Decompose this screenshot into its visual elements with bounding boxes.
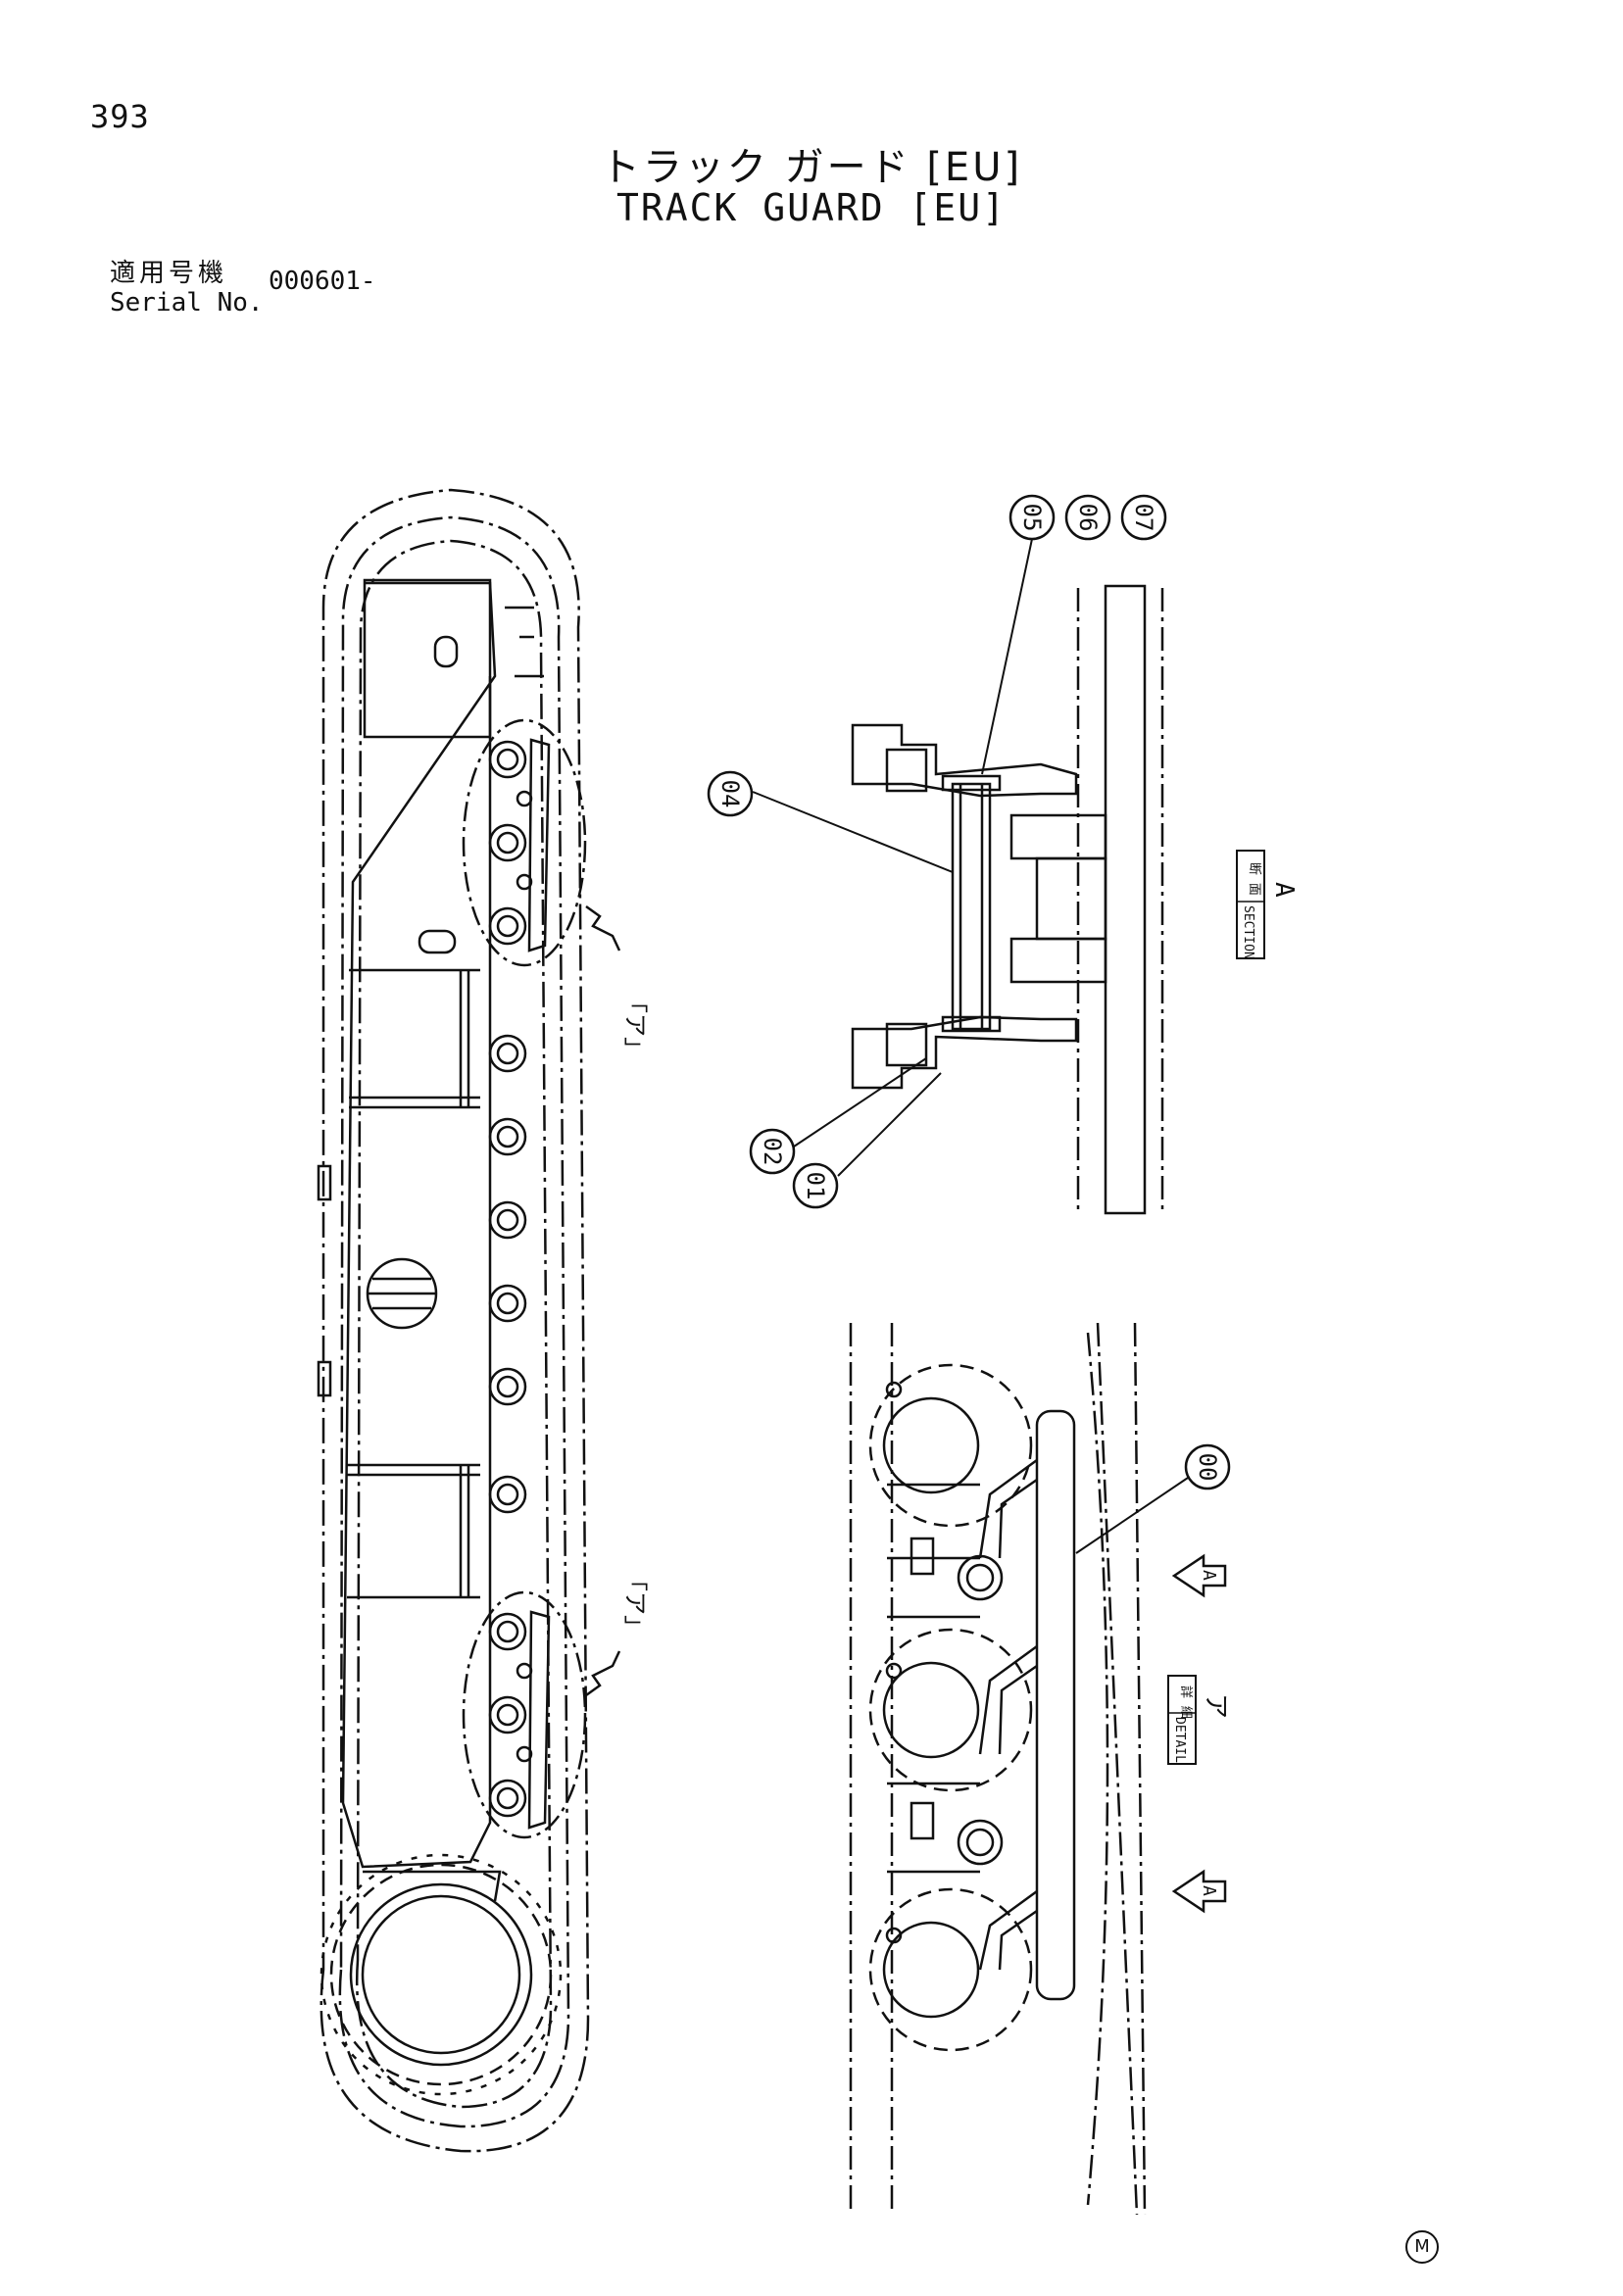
detail-leader-lower xyxy=(585,1650,621,1697)
leader-00 xyxy=(1075,1477,1189,1554)
title-english: TRACK GUARD [EU] xyxy=(615,186,1008,229)
callout-04: 04 xyxy=(716,780,744,808)
track-guard-upper xyxy=(527,738,551,953)
bracket-nut-lower xyxy=(885,1022,928,1067)
frame-body xyxy=(341,581,497,1869)
detail-box-en: DETAIL xyxy=(1172,1717,1187,1763)
section-box-en: SECTION xyxy=(1241,905,1255,959)
callout-00-circle xyxy=(1184,1443,1231,1490)
section-a-label: 断 面 SECTION A xyxy=(1236,850,1299,959)
front-idler-block xyxy=(363,578,492,739)
leader-05 xyxy=(981,538,1033,775)
bracket-nut-upper xyxy=(885,748,928,793)
callout-04-circle xyxy=(707,770,754,817)
detail-rollers xyxy=(868,1363,1033,2052)
detail-mark-lower: 「ア」 xyxy=(621,1568,649,1638)
roller-hub xyxy=(1035,856,1107,941)
callout-05-circle xyxy=(1008,494,1056,541)
callout-01: 01 xyxy=(802,1172,829,1200)
detail-a-view xyxy=(849,1322,1227,2216)
section-box-ja: 断 面 xyxy=(1247,862,1261,896)
detail-mark-upper: 「ア」 xyxy=(621,990,649,1060)
serial-label-japanese: 適用号機 xyxy=(110,259,228,288)
arrow-letter-top: A xyxy=(1199,1570,1219,1581)
center-hole xyxy=(366,1257,438,1330)
leader-01 xyxy=(837,1072,942,1177)
callout-07-circle xyxy=(1120,494,1167,541)
callout-00: 00 xyxy=(1194,1453,1221,1482)
section-letter: A xyxy=(1269,882,1299,898)
roller-flange-bottom xyxy=(1009,937,1107,984)
detail-a-label: 詳 細 DETAIL ア xyxy=(1167,1675,1230,1765)
roller-flange-top xyxy=(1009,813,1107,860)
view-arrow-top xyxy=(1171,1553,1227,1598)
title-japanese: トラック ガード [EU] xyxy=(600,145,1023,190)
callout-06-circle xyxy=(1064,494,1111,541)
callout-02-circle xyxy=(749,1128,796,1175)
view-arrow-bottom xyxy=(1171,1869,1227,1914)
callout-05: 05 xyxy=(1018,504,1046,532)
manufacturer-mark: M xyxy=(1405,2230,1439,2264)
callout-01-circle xyxy=(792,1162,839,1209)
nut-washer-top xyxy=(941,774,1002,792)
frame-lug xyxy=(317,1360,332,1397)
callout-07: 07 xyxy=(1130,504,1157,532)
nut-washer-bottom xyxy=(941,1015,1002,1033)
leader-02 xyxy=(793,1057,927,1148)
page-number: 393 xyxy=(90,98,150,135)
track-outline-inner xyxy=(355,539,553,2109)
track-guard-plate xyxy=(1035,1409,1076,2001)
detail-circle-lower xyxy=(462,1590,587,1839)
roller-set xyxy=(488,740,527,1818)
track-outline-outer xyxy=(320,488,590,2153)
guard-bracket-upper xyxy=(851,723,1078,798)
sprocket-bracket xyxy=(363,1870,502,1902)
detail-leader-upper xyxy=(585,904,621,952)
frame-lug xyxy=(317,1164,332,1201)
serial-label-english: Serial No. xyxy=(110,288,264,318)
frame-slot xyxy=(433,635,459,668)
callout-02: 02 xyxy=(759,1138,786,1166)
track-guard-lower xyxy=(527,1610,551,1830)
track-frame-overview xyxy=(317,488,621,2153)
detail-letter: ア xyxy=(1201,1693,1230,1719)
sprocket xyxy=(320,1853,563,2096)
serial-number-value: 000601- xyxy=(269,267,376,296)
spacer-bolt xyxy=(951,782,992,1031)
callout-circles xyxy=(707,494,1231,1490)
detail-box-ja: 詳 細 xyxy=(1178,1685,1194,1719)
arrow-letter-bottom: A xyxy=(1199,1885,1219,1896)
callout-06: 06 xyxy=(1074,504,1102,532)
leader-04 xyxy=(752,791,954,873)
track-shoe-plate xyxy=(1104,584,1147,1215)
detail-circle-upper xyxy=(462,718,587,967)
frame-slot xyxy=(418,929,457,954)
track-outline-middle xyxy=(338,515,570,2128)
section-a-view xyxy=(752,538,1164,1215)
